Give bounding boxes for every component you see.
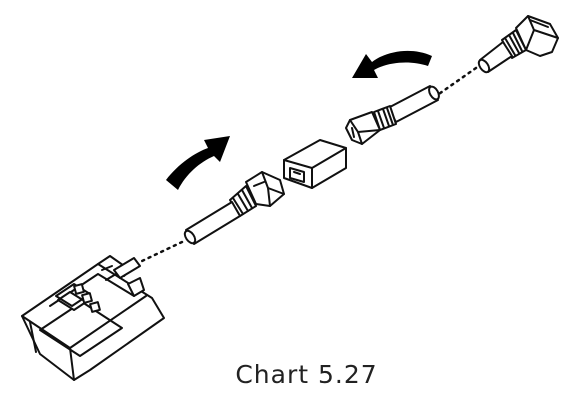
meter-rj45-port — [113, 257, 145, 297]
lower-cable-dotted-line — [138, 240, 184, 264]
top-curved-arrow — [352, 50, 432, 78]
middle-rj45-plug — [345, 111, 381, 145]
lower-cable-segment — [183, 201, 241, 245]
top-right-rj45-plug — [515, 15, 559, 57]
top-right-cable-boot — [501, 29, 527, 59]
middle-cable-boot — [373, 105, 397, 131]
middle-cable-segment — [387, 85, 440, 123]
top-cable-dotted-line — [434, 66, 478, 98]
top-right-cable-segment — [477, 41, 513, 74]
middle-curved-arrow — [166, 136, 230, 190]
meter-buttons — [73, 283, 101, 313]
rj45-coupler — [283, 139, 347, 189]
meter-device — [21, 255, 165, 381]
figure-caption: Chart 5.27 — [235, 360, 378, 389]
